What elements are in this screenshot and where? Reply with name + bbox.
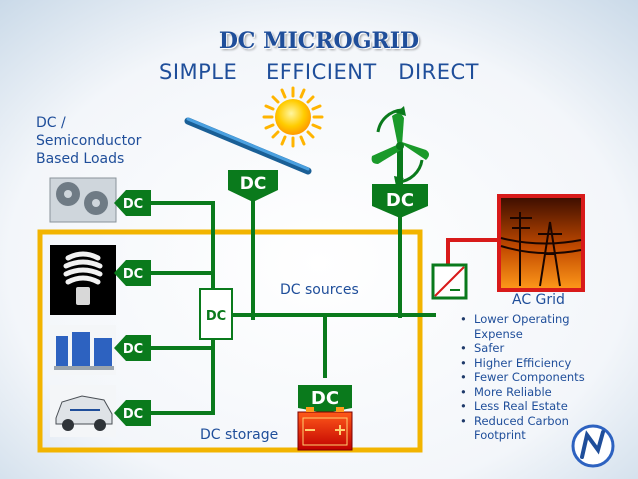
benefit-item: More Reliable (458, 385, 618, 400)
loads-label: DC / Semiconductor Based Loads (36, 115, 142, 167)
benefit-item: Fewer Components (458, 370, 618, 385)
benefit-item: Higher Efficiency (458, 356, 618, 371)
dc-wiring (150, 195, 436, 415)
dc-label-wind: DC (386, 190, 414, 211)
benefits-list: Lower Operating Expense Safer Higher Eff… (458, 312, 618, 443)
dc-sources-label: DC sources (280, 282, 359, 298)
dc-label-solar: DC (240, 174, 267, 194)
fan-load-icon (49, 177, 117, 223)
dc-hub-box (199, 288, 233, 340)
solar-panel-icon (184, 117, 312, 175)
wind-turbine-icon (371, 106, 429, 186)
ac-line (446, 238, 500, 265)
ev-load-icon (50, 385, 116, 437)
computer-load-icon (50, 325, 116, 375)
page-subtitle: SIMPLE EFFICIENT DIRECT (159, 60, 479, 84)
dc-label-storage: DC (311, 388, 339, 409)
dc-label-load4: DC (123, 407, 143, 422)
dc-tag-storage (298, 385, 352, 413)
dc-tag-wind (372, 184, 428, 218)
dc-tag-load4 (114, 400, 151, 426)
benefit-item: Less Real Estate (458, 399, 618, 414)
dc-tag-load3 (114, 335, 151, 361)
dc-label-load1: DC (123, 197, 143, 212)
ac-grid-label: AC Grid (512, 292, 565, 308)
dc-bus-frame (37, 229, 423, 453)
page-title: DC MICROGRID (218, 28, 420, 54)
benefit-item: Reduced Carbon Footprint (458, 414, 618, 443)
dc-label-load3: DC (123, 342, 143, 357)
lamp-load-icon (50, 245, 116, 315)
inverter-icon (431, 263, 468, 300)
dc-tag-load1 (114, 190, 151, 216)
dc-tag-load2 (114, 260, 151, 286)
power-lines-icon (497, 194, 585, 292)
dc-label-hub: DC (206, 309, 226, 324)
sun-icon (262, 86, 324, 148)
benefit-item: Safer (458, 341, 618, 356)
benefit-item: Lower Operating Expense (458, 312, 618, 341)
dc-storage-label: DC storage (200, 427, 279, 443)
dc-label-load2: DC (123, 267, 143, 282)
battery-icon (297, 407, 353, 451)
dc-tag-solar (228, 170, 278, 202)
